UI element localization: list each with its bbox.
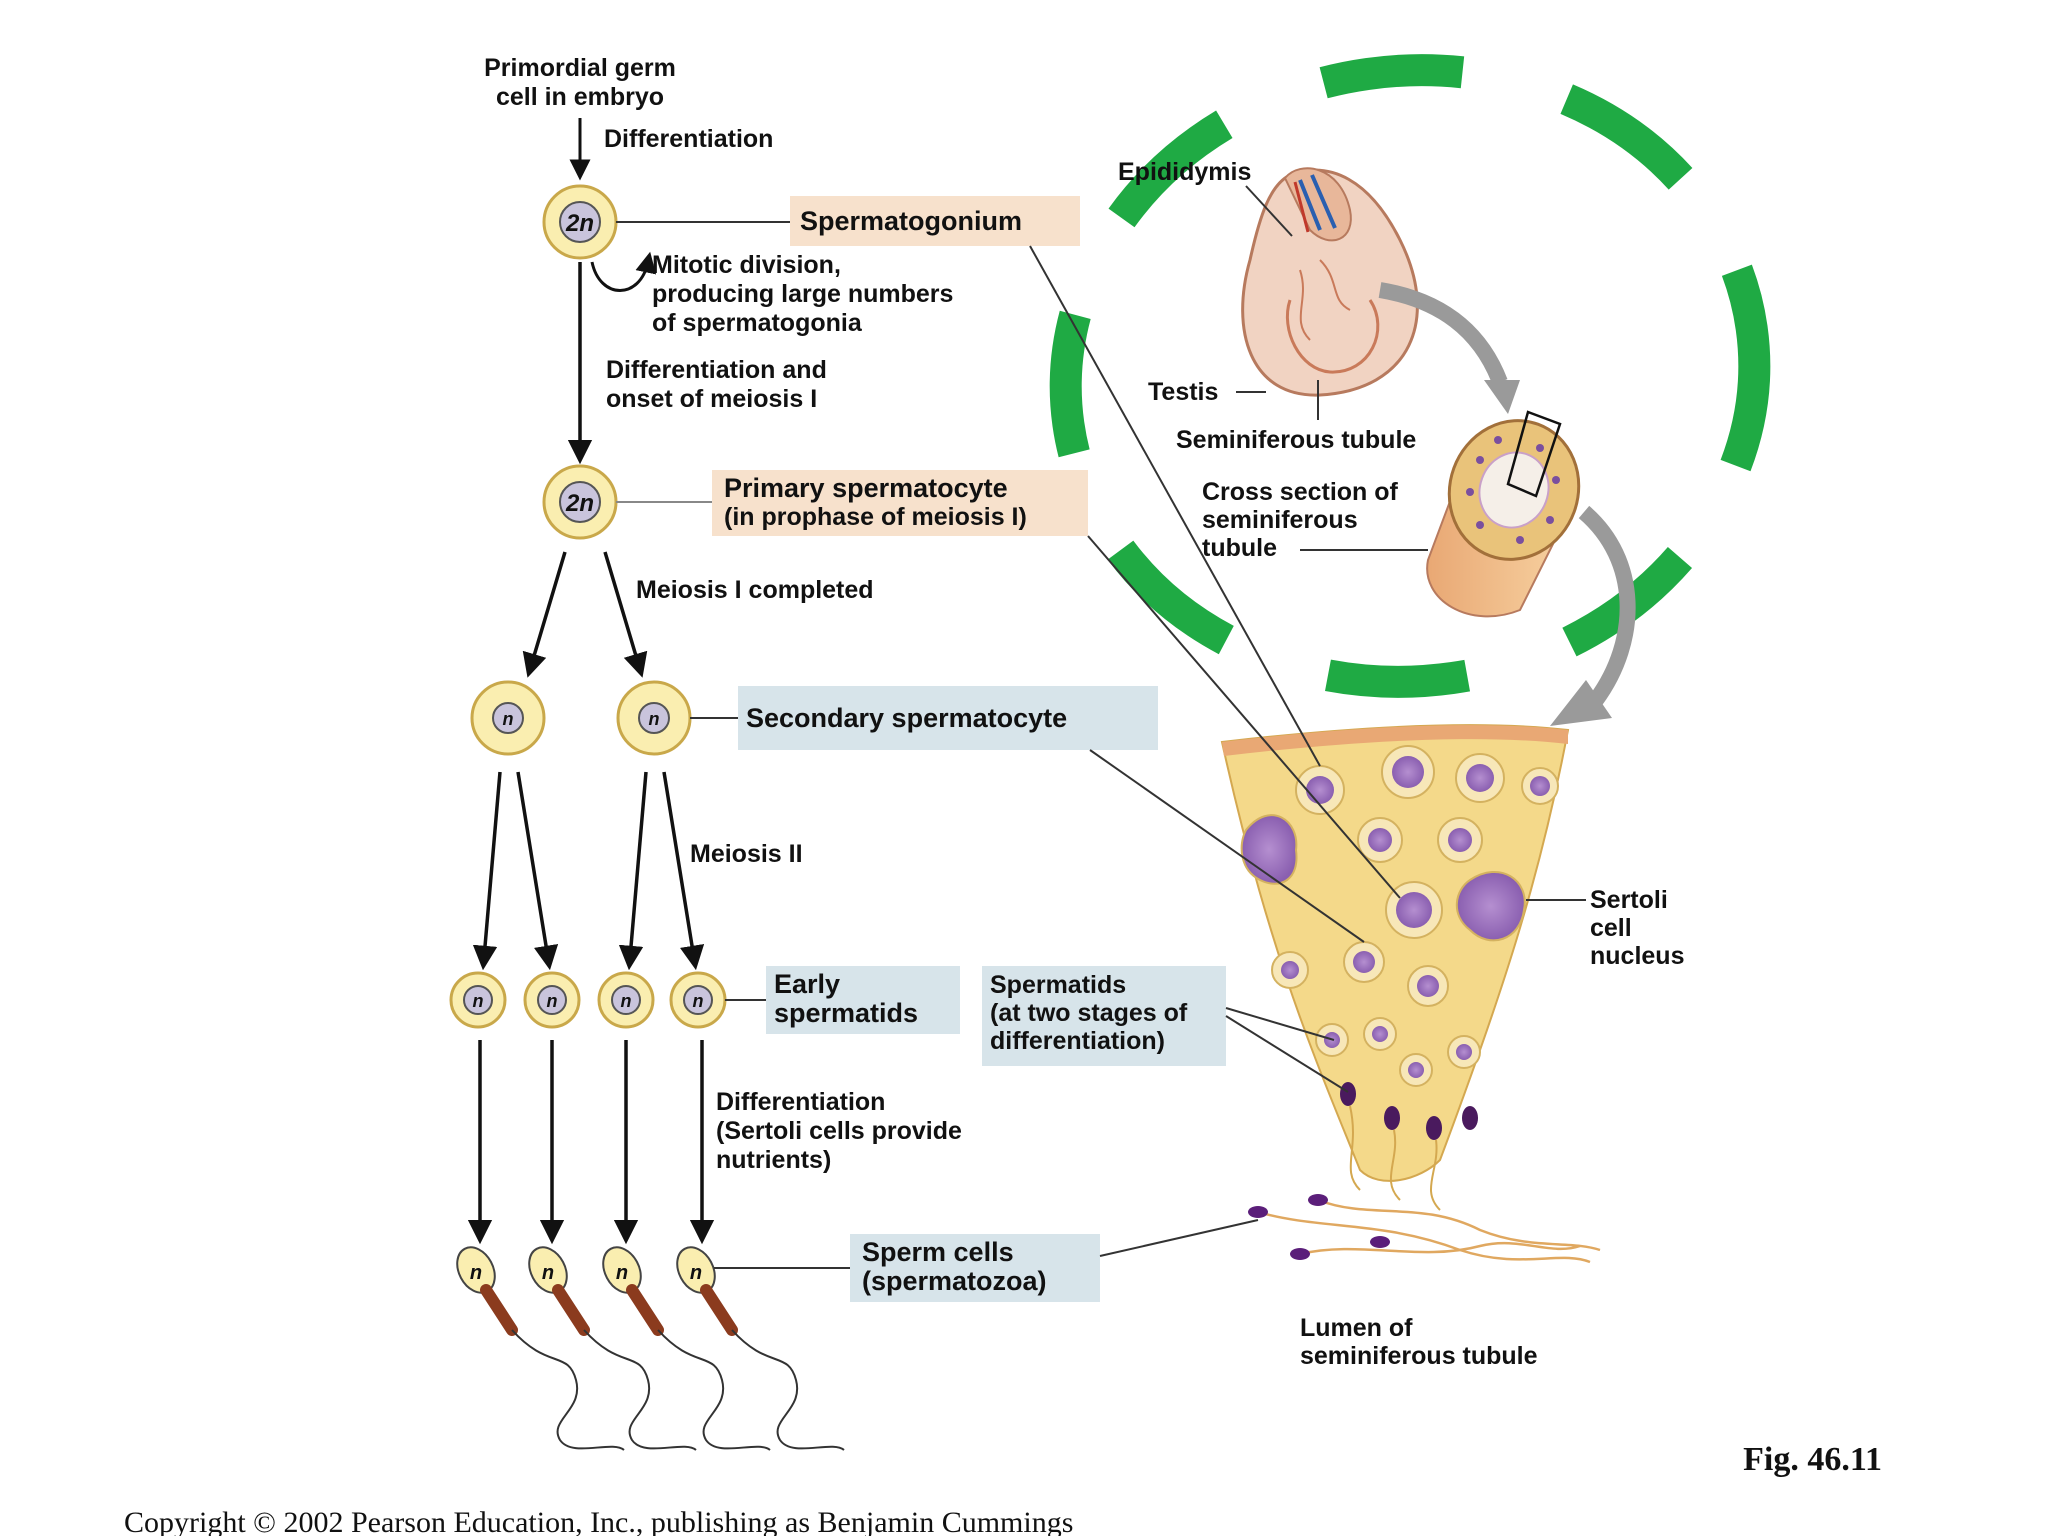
- arrow-meiosis2-3: [618, 771, 648, 971]
- label-seminiferous: Seminiferous tubule: [1176, 426, 1416, 454]
- label-primordial-1: Primordial germ: [484, 54, 676, 82]
- leader-spermatogonium-to-tissue: [1029, 245, 1321, 767]
- label-primary-1: Primary spermatocyte: [724, 473, 1008, 503]
- sperm-cell-2: n: [528, 1246, 697, 1451]
- ploidy-n: n: [693, 991, 704, 1011]
- seminiferous-tissue-wedge: [1220, 724, 1570, 1211]
- label-lumen-1: Lumen of: [1300, 1314, 1413, 1342]
- cross-section-tube: [1426, 410, 1581, 618]
- box-sperm-cells: [850, 1234, 1100, 1302]
- label-sperm-1: Sperm cells: [862, 1237, 1014, 1267]
- cell-early-spermatid-4: n: [669, 971, 727, 1029]
- label-sertoli-1: Sertoli: [1590, 886, 1668, 914]
- label-secondary: Secondary spermatocyte: [746, 703, 1067, 733]
- arrow-grey-1: [1378, 282, 1508, 385]
- cell-early-spermatid-3: n: [597, 971, 655, 1029]
- leader-secondary-to-tissue: [1089, 749, 1365, 943]
- label-cross-1: Cross section of: [1202, 478, 1399, 506]
- label-spermatids-1: Spermatids: [990, 971, 1126, 999]
- ploidy-n: n: [503, 709, 514, 729]
- arrow-meiosis2-1: [472, 771, 502, 971]
- sperm-cell-1: n: [456, 1246, 625, 1451]
- figure-number: Fig. 46.11: [1743, 1441, 1882, 1478]
- copyright-notice: Copyright © 2002 Pearson Education, Inc.…: [124, 1506, 1073, 1536]
- label-sertoli-2: cell: [1590, 914, 1632, 942]
- cell-primary-spermatocyte: 2n: [542, 464, 618, 540]
- cell-early-spermatid-2: n: [523, 971, 581, 1029]
- ploidy-n: n: [649, 709, 660, 729]
- ploidy-n: n: [473, 991, 484, 1011]
- testis-illustration: [1241, 167, 1419, 397]
- label-primary-2: (in prophase of meiosis I): [724, 503, 1027, 531]
- box-early-spermatids: [766, 966, 960, 1034]
- leader-primary-to-tissue: [1087, 535, 1401, 899]
- label-cross-2: seminiferous: [1202, 506, 1358, 534]
- label-primordial-2: cell in embryo: [496, 83, 664, 111]
- label-meiosis1: Meiosis I completed: [636, 576, 874, 604]
- label-meiosis2: Meiosis II: [690, 840, 803, 868]
- lumen-sperm: [1248, 1194, 1601, 1264]
- ploidy-n: n: [470, 1262, 482, 1284]
- label-diff-sertoli-2: (Sertoli cells provide: [716, 1117, 962, 1145]
- ploidy-n: n: [690, 1262, 702, 1284]
- label-sertoli-3: nucleus: [1590, 942, 1684, 970]
- green-dashed-circle: [1049, 54, 1771, 698]
- leader-spermatids-early: [1225, 1007, 1335, 1041]
- ploidy-2n: 2n: [565, 490, 594, 517]
- label-early-2: spermatids: [774, 998, 918, 1028]
- cell-early-spermatid-1: n: [449, 971, 507, 1029]
- sperm-cell-4: n: [676, 1246, 845, 1451]
- arrow-meiosis2-4: [662, 771, 705, 971]
- label-spermatids-2: (at two stages of: [990, 999, 1188, 1027]
- box-spermatogonium: [790, 196, 1080, 246]
- cell-secondary-left: n: [470, 680, 546, 756]
- arrow-meiosis2-2: [516, 771, 559, 971]
- leader-sperm-to-lumen: [1099, 1219, 1259, 1257]
- cell-secondary-right: n: [616, 680, 692, 756]
- label-mitotic-3: of spermatogonia: [652, 309, 863, 337]
- ploidy-n: n: [547, 991, 558, 1011]
- arrow-grey-2-head: [1550, 680, 1612, 726]
- ploidy-n: n: [616, 1262, 628, 1284]
- label-diff-onset-2: onset of meiosis I: [606, 385, 817, 413]
- arrow-meiosis1-left: [522, 551, 567, 678]
- label-cross-3: tubule: [1202, 534, 1277, 562]
- sperm-cell-3: n: [602, 1246, 771, 1451]
- box-spermatids-two-stages: [982, 966, 1226, 1066]
- arrow-grey-1-head: [1484, 380, 1520, 414]
- label-sperm-2: (spermatozoa): [862, 1266, 1047, 1296]
- label-mitotic-2: producing large numbers: [652, 280, 953, 308]
- leader-spermatids-late: [1225, 1015, 1349, 1093]
- box-primary-spermatocyte: [712, 470, 1088, 536]
- label-early-1: Early: [774, 969, 840, 999]
- leader-epididymis: [1245, 185, 1293, 237]
- box-secondary-spermatocyte: [738, 686, 1158, 750]
- label-epididymis: Epididymis: [1118, 158, 1251, 186]
- label-spermatids-3: differentiation): [990, 1027, 1165, 1055]
- ploidy-2n: 2n: [565, 210, 594, 237]
- label-differentiation: Differentiation: [604, 125, 773, 153]
- label-mitotic-1: Mitotic division,: [652, 251, 841, 279]
- cell-spermatogonium: 2n: [542, 184, 618, 260]
- ploidy-n: n: [542, 1262, 554, 1284]
- arrow-mitotic-loop: [590, 251, 657, 292]
- label-diff-sertoli-3: nutrients): [716, 1146, 831, 1174]
- label-diff-sertoli-1: Differentiation: [716, 1088, 885, 1116]
- label-diff-onset-1: Differentiation and: [606, 356, 827, 384]
- arrow-meiosis1-right: [603, 551, 648, 678]
- label-lumen-2: seminiferous tubule: [1300, 1342, 1538, 1370]
- label-spermatogonium: Spermatogonium: [800, 206, 1022, 236]
- label-testis: Testis: [1148, 378, 1218, 406]
- ploidy-n: n: [621, 991, 632, 1011]
- arrow-grey-2: [1578, 505, 1636, 705]
